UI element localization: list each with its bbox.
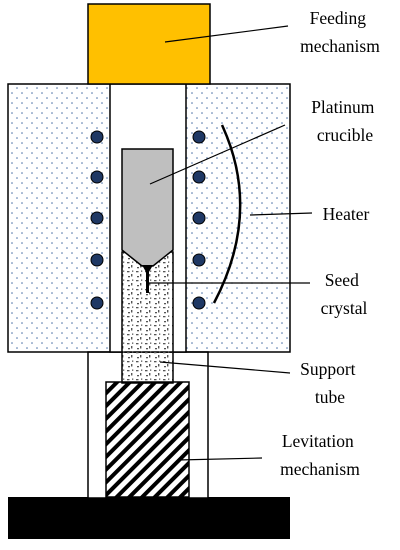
label-support-tube: Support tube — [300, 359, 360, 407]
label-heater: Heater — [323, 204, 370, 224]
platinum-crucible — [121, 148, 174, 267]
coil-dots-left — [90, 130, 104, 310]
coil-dot — [192, 253, 206, 267]
heater-coil — [212, 124, 242, 304]
coil-dot — [192, 296, 206, 310]
base-plate — [8, 497, 290, 539]
support-tube — [121, 251, 174, 384]
label-seed-crystal: Seed crystal — [321, 270, 368, 318]
coil-dot — [90, 170, 104, 184]
label-levitation-mechanism: Levitation mechanism — [280, 431, 360, 479]
coil-dot — [192, 130, 206, 144]
coil-dot — [192, 211, 206, 225]
label-platinum-crucible: Platinum crucible — [311, 97, 379, 145]
coil-dot — [90, 253, 104, 267]
coil-dot — [192, 170, 206, 184]
leader-support — [159, 361, 291, 374]
coil-dot — [90, 296, 104, 310]
coil-dot — [90, 130, 104, 144]
label-feeding-mechanism: Feeding mechanism — [300, 8, 380, 56]
coil-dot — [90, 211, 104, 225]
leader-crucible — [149, 124, 286, 185]
coil-dots-right — [192, 130, 206, 310]
seed-crystal — [142, 265, 153, 293]
leader-heater — [249, 212, 313, 216]
levitation-mechanism-block — [105, 381, 190, 498]
leader-feeding — [164, 25, 289, 43]
leader-levitation — [177, 457, 263, 461]
feeding-mechanism-block — [87, 3, 211, 85]
